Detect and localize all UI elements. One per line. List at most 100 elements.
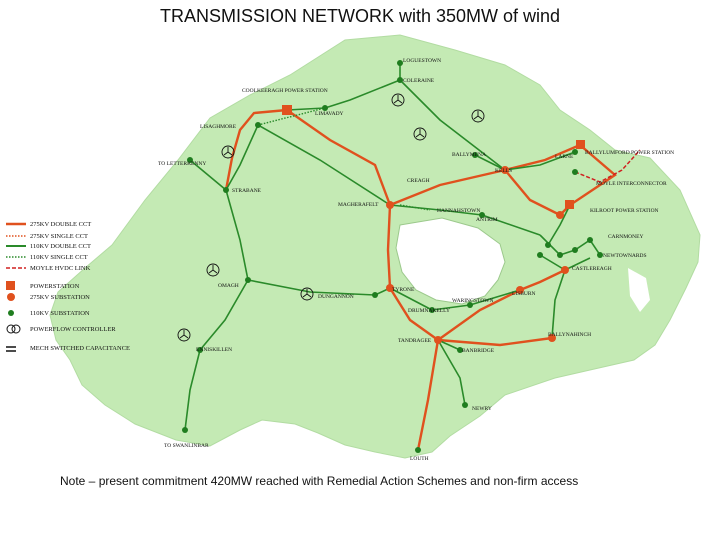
label-hannahstown: HANNAHSTOWN	[437, 208, 480, 214]
legend-swatch-275-substation	[7, 293, 15, 301]
line-275-tandragee-lisburn	[437, 288, 521, 341]
label-kells: KELLS	[495, 168, 512, 174]
label-antrim: ANTRIM	[476, 217, 498, 223]
line-110-tyrone-drumnakelly	[389, 287, 433, 311]
label-coolkeeragh: COOLKEERAGH POWER STATION	[242, 88, 328, 94]
wind-farm-icon	[221, 145, 235, 159]
legend-label-275-substation: 275KV SUBSTATION	[30, 294, 90, 301]
line-275-tandragee-ballynahinch	[437, 336, 553, 347]
kv275-lines	[224, 108, 617, 451]
node-dungannon	[372, 292, 378, 298]
powerstation-ballylumford	[576, 140, 585, 149]
line-275-coolkeeragh-strabane	[224, 108, 288, 191]
node-louth	[415, 447, 421, 453]
node-enniskillen	[197, 347, 203, 353]
line-110-enniskillen-swanlinbar	[184, 349, 201, 431]
node-carnmoney	[545, 242, 551, 248]
single-cct-lines	[257, 107, 431, 211]
line-275-magherafelt-tyrone	[386, 204, 392, 289]
wind-farm-icon	[206, 263, 220, 277]
line-110-omagh-dungannon	[247, 279, 376, 296]
label-kilroot: KILROOT POWER STATION	[590, 208, 659, 214]
line-275-kells-hannahstown	[504, 169, 561, 217]
node-belfast-b	[572, 247, 578, 253]
label-lisburn: LISBURN	[512, 291, 536, 297]
node-newtownards	[597, 252, 603, 258]
label-creagh: CREAGH	[407, 178, 430, 184]
legend-label-110-single: 110KV SINGLE CCT	[30, 254, 88, 261]
label-magherafelt: MAGHERAFELT	[338, 202, 379, 208]
wind-farm-icon	[391, 93, 405, 107]
label-dungannon: DUNGANNON	[318, 294, 354, 300]
line-110-antrim-hannahstown	[481, 214, 541, 236]
label-ballynahinch: BALLYNAHINCH	[548, 332, 591, 338]
label-tyrone: TYRONE	[392, 287, 415, 293]
wind-farm-icon	[413, 127, 427, 141]
line-110-strabane-omagh	[225, 189, 249, 281]
substations-275	[386, 166, 569, 344]
line-110-lisaghmore-magherafelt	[257, 124, 391, 206]
legend: 275KV DOUBLE CCT 275KV SINGLE CCT 110KV …	[6, 221, 130, 352]
node-newry	[462, 402, 468, 408]
wind-farm-icon	[300, 287, 314, 301]
label-castlereagh: CASTLEREAGH	[572, 266, 612, 272]
line-110-omagh-enniskillen	[199, 279, 249, 351]
powerstation-coolkeeragh	[282, 105, 292, 115]
label-ballylumford: BALLYLUMFORD POWER STATION	[585, 150, 674, 156]
node-kells	[501, 166, 509, 174]
label-enniskillen: ENNISKILLEN	[196, 347, 232, 353]
node-larne	[572, 149, 578, 155]
node-lisburn	[516, 286, 524, 294]
label-louth: LOUTH	[410, 456, 429, 462]
line-110-kilroot-mesh	[547, 204, 571, 246]
node-swanlinbar	[182, 427, 188, 433]
label-swanlinbar: TO SWANLINBAR	[164, 443, 209, 449]
label-newry: NEWRY	[472, 406, 492, 412]
kv110-lines	[184, 63, 601, 431]
label-loguestown: LOGUESTOWN	[403, 58, 441, 64]
line-275-castlereagh-lisburn	[519, 268, 566, 292]
legend-label-110-substation: 110KV SUBSTATION	[30, 310, 90, 317]
legend-swatch-110-substation	[8, 310, 14, 316]
line-110-waringstown-lisburn	[469, 289, 521, 306]
line-275-coolkeeragh-magherafelt	[286, 109, 392, 206]
legend-label-powerflow: POWERFLOW CONTROLLER	[30, 326, 116, 333]
legend-label-110-double: 110KV DOUBLE CCT	[30, 243, 91, 250]
line-110-tandragee-banbridge	[437, 339, 461, 351]
line-110-drumnakelly-waringstown	[431, 304, 471, 311]
node-loguestown	[397, 60, 403, 66]
landmass	[49, 34, 701, 459]
node-belfast-c	[587, 237, 593, 243]
node-limavady	[322, 105, 328, 111]
label-coleraine: COLERAINE	[403, 78, 435, 84]
label-letterkenny: TO LETTERKENNY	[158, 161, 206, 167]
line-110-tandragee-newry	[437, 339, 466, 406]
node-omagh	[245, 277, 251, 283]
node-ballynahinch	[548, 334, 556, 342]
label-limavady: LIMAVADY	[315, 111, 344, 117]
diagram-title: TRANSMISSION NETWORK with 350MW of wind	[159, 6, 561, 26]
node-banbridge	[457, 347, 463, 353]
node-tandragee	[434, 336, 442, 344]
line-110-limavady-coolkeeragh	[286, 107, 326, 111]
label-larne: LARNE	[555, 154, 574, 160]
line-110-castlereagh-ballynahinch	[551, 269, 566, 339]
wind-farm-icon	[471, 109, 485, 123]
label-omagh: OMAGH	[218, 283, 239, 289]
wind-farm-icon	[177, 328, 191, 342]
legend-label-275-single: 275KV SINGLE CCT	[30, 233, 88, 240]
label-newtownards: NEWTOWNARDS	[603, 253, 647, 259]
line-110-letterkenny-strabane	[189, 159, 227, 191]
legend-label-powerstation: POWERSTATION	[30, 283, 80, 290]
line-110-larne-ballymena	[504, 151, 576, 171]
label-moyle: MOYLE INTERCONNECTOR	[596, 181, 667, 187]
legend-label-275-double: 275KV DOUBLE CCT	[30, 221, 91, 228]
node-ballymena	[472, 152, 478, 158]
node-belfast-d	[537, 252, 543, 258]
node-strabane	[223, 187, 229, 193]
node-magherafelt	[386, 201, 394, 209]
label-drumnakelly: DRUMNAKELLY	[408, 308, 450, 314]
label-banbridge: BANBRIDGE	[462, 348, 495, 354]
legend-label-capacitance: MECH SWITCHED CAPACITANCE	[30, 345, 130, 352]
